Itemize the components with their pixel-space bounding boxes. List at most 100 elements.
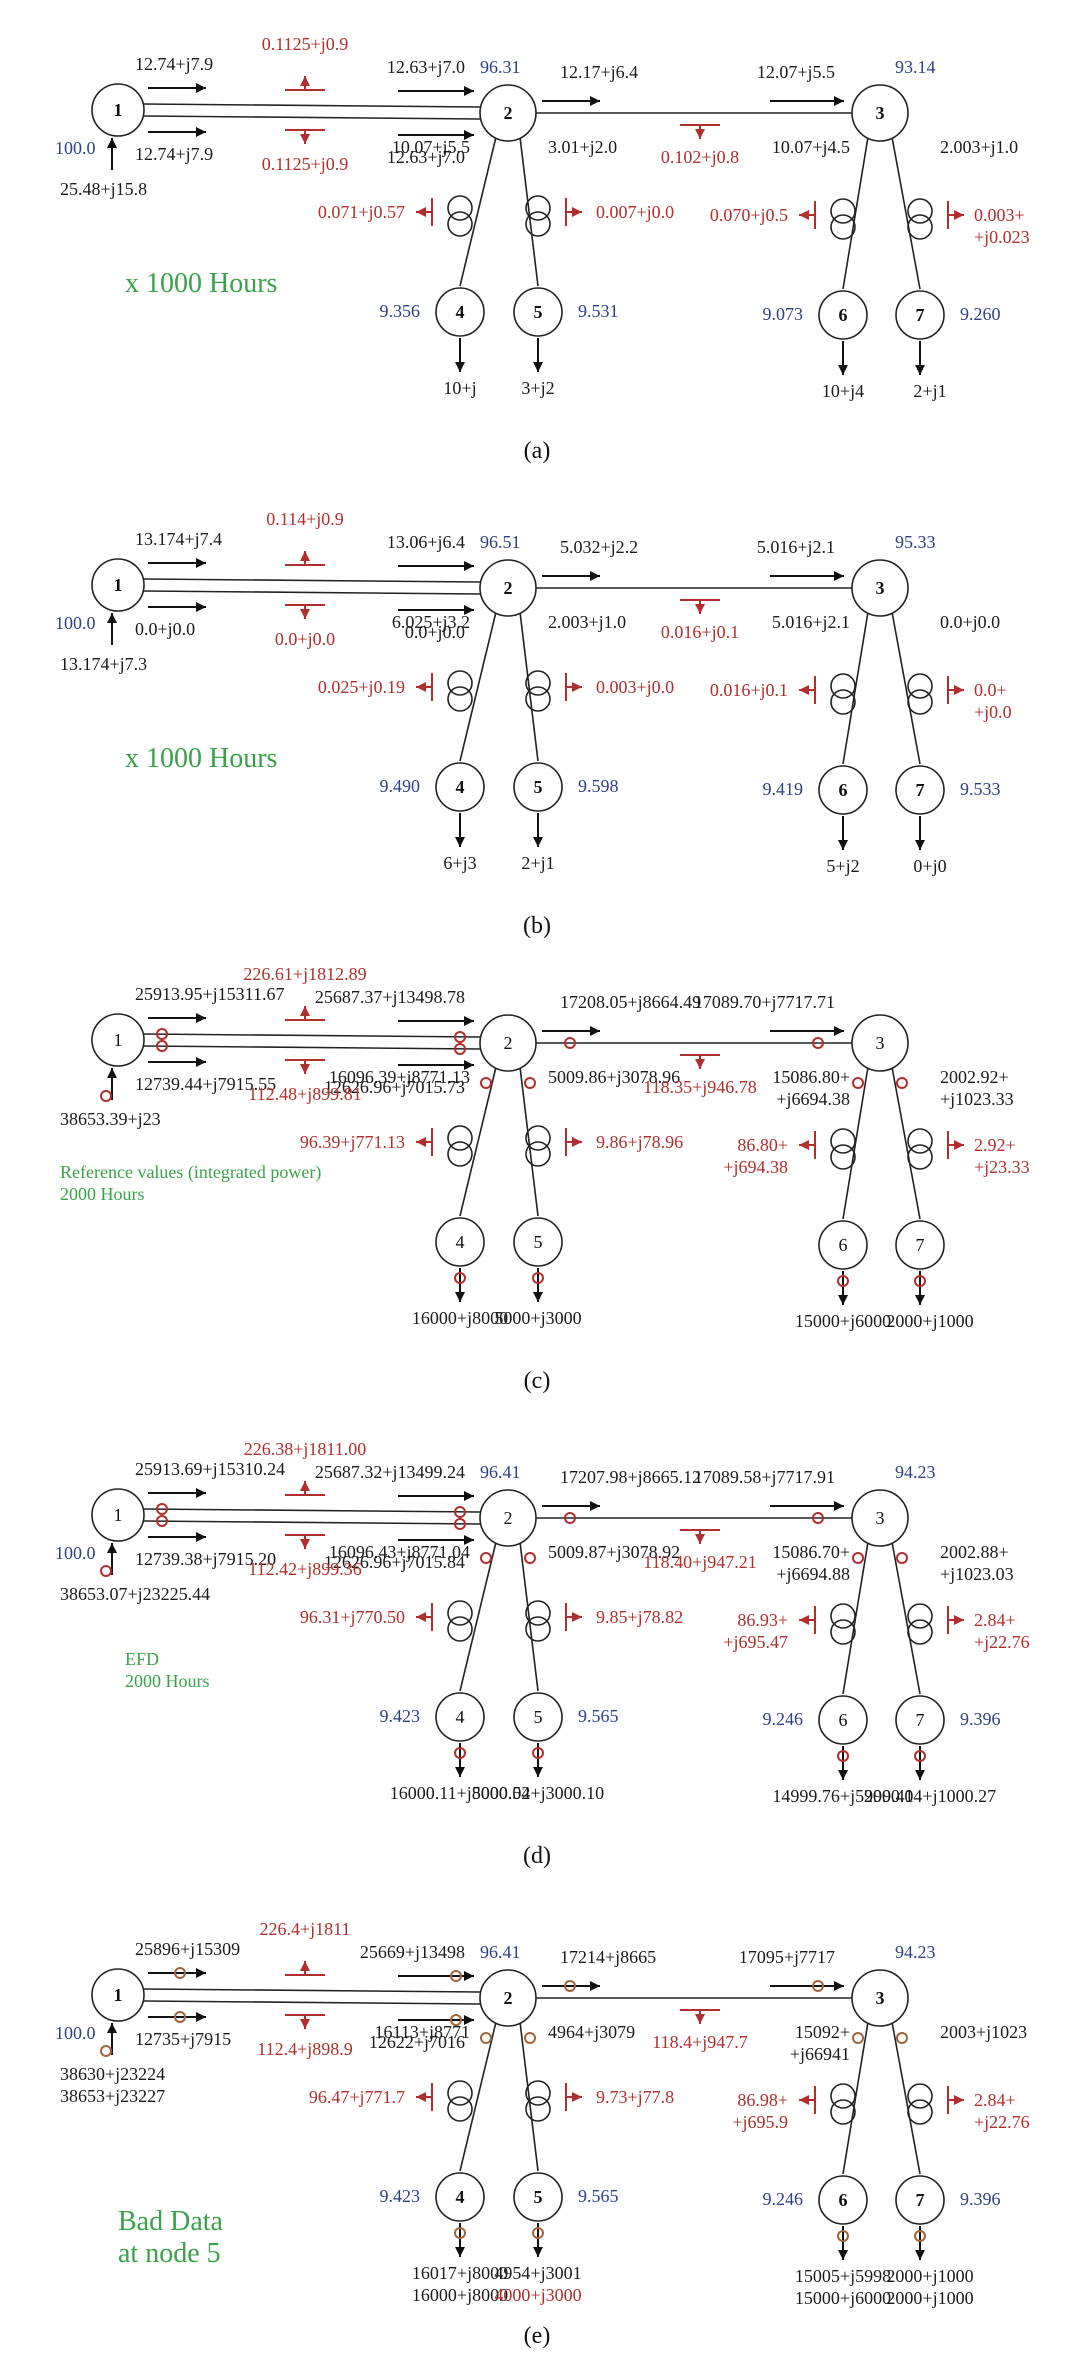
voltage-node-2: 96.41	[480, 1462, 521, 1482]
loss-marker-2-3-arrow-head	[695, 129, 705, 139]
arrow-2-3-from-head	[590, 1981, 600, 1991]
meter-load-6	[837, 1750, 849, 1762]
meter-load-6	[837, 1275, 849, 1287]
flow-transformer-2-5-0: 2.003+j1.0	[548, 612, 626, 632]
loss-2-3: 0.102+j0.8	[661, 147, 739, 167]
meter-2-4	[480, 1077, 492, 1089]
transformer-2-5-coil-b	[525, 686, 551, 712]
panel-caption: (c)	[524, 1368, 551, 1394]
meter-load-5	[532, 1272, 544, 1284]
loss-marker-1-2-top-arrow-head	[300, 1961, 310, 1971]
meter-1-2-bottom-to	[454, 1518, 466, 1530]
meter-load-7	[914, 1275, 926, 1287]
loss-marker-t6-arrow-head	[799, 2095, 809, 2105]
load-arrow-4-head	[455, 1767, 465, 1777]
meter-3-7	[896, 1552, 908, 1564]
node-5	[513, 1692, 563, 1742]
loss-marker-t5-arrow-head	[572, 1612, 582, 1622]
flow-transformer-3-6-0: 15092+	[795, 2022, 850, 2042]
meter-1-2-top-to	[454, 1031, 466, 1043]
meter-1-2-top-to	[450, 1970, 462, 1982]
node-5	[513, 2172, 563, 2222]
transformer-2-5-coil-b	[525, 1141, 551, 1167]
arrow-1-2-bottom-to-head	[464, 1060, 474, 1070]
transformer-3-7-coil-b	[907, 2099, 933, 2125]
node-5-label: 5	[534, 1232, 543, 1252]
voltage-node-3: 94.23	[895, 1942, 936, 1962]
voltage-node-3: 94.23	[895, 1462, 936, 1482]
node-3-label: 3	[876, 578, 885, 598]
arrow-1-2-top-from-head	[196, 1013, 206, 1023]
loss-transformer-5-0: 9.86+j78.96	[596, 1132, 683, 1152]
loss-transformer-4-0: 96.31+j770.50	[300, 1607, 405, 1627]
voltage-node-1: 100.0	[55, 613, 96, 633]
flow-2-3-from: 5.032+j2.2	[560, 537, 638, 557]
flow-load-6-1: 15000+j6000	[795, 2288, 891, 2308]
node-4-label: 4	[456, 1707, 465, 1727]
loss-transformer-7-1: +j22.76	[974, 1632, 1030, 1652]
flow-transformer-3-6-0: 10.07+j4.5	[772, 137, 850, 157]
line-1-2-top	[143, 103, 481, 108]
node-4	[435, 1217, 485, 1267]
meter-2-3-to	[812, 1980, 824, 1992]
transformer-3-7-coil-b	[907, 689, 933, 715]
flow-transformer-3-6-1: +j6694.38	[776, 1089, 850, 1109]
loss-marker-2-3-arrow-head	[695, 1534, 705, 1544]
transformer-2-5-coil-b	[525, 2096, 551, 2122]
flow-load-5-0: 4954+j3001	[494, 2263, 581, 2283]
loss-marker-1-2-top-arrow-head	[300, 551, 310, 561]
flow-1-2-top-from: 25913.69+j15310.24	[135, 1459, 285, 1479]
loss-2-3: 118.35+j946.78	[643, 1077, 756, 1097]
node-6-label: 6	[839, 780, 848, 800]
load-arrow-4-head	[455, 1292, 465, 1302]
flow-1-2-bottom-from: 12735+j7915	[135, 2029, 231, 2049]
flow-transformer-3-7-1: +j1023.03	[940, 1564, 1014, 1584]
flow-load-6-0: 15000+j6000	[795, 1311, 891, 1331]
loss-1-2-bottom: 0.0+j0.0	[275, 629, 335, 649]
transformer-3-6-coil-b	[830, 1144, 856, 1170]
transformer-2-4-coil-b	[447, 211, 473, 237]
loss-1-2-bottom: 112.42+j899.36	[248, 1559, 361, 1579]
node-4-label: 4	[456, 2187, 465, 2207]
arrow-2-3-from-head	[590, 96, 600, 106]
feeder-3-7	[891, 1066, 921, 1220]
load-arrow-4-head	[455, 837, 465, 847]
flow-1-2-bottom-to: 12622+j7016	[369, 2032, 465, 2052]
transformer-2-5-coil-a	[525, 195, 551, 221]
loss-marker-t5-arrow-head	[572, 682, 582, 692]
loss-transformer-6-0: 86.98+	[737, 2090, 788, 2110]
transformer-3-7-coil-a	[907, 2083, 933, 2109]
loss-marker-t4-arrow-head	[416, 1137, 426, 1147]
arrow-1-2-bottom-from-head	[196, 1532, 206, 1542]
transformer-3-6-coil-a	[830, 1128, 856, 1154]
node-3-label: 3	[876, 1988, 885, 2008]
node-6-label: 6	[839, 1710, 848, 1730]
node-4-label: 4	[456, 302, 465, 322]
flow-load-7-0: 2000+j1000	[886, 1311, 973, 1331]
node-3	[851, 84, 909, 142]
load-arrow-7-head	[915, 840, 925, 850]
flow-2-3-to: 17089.70+j7717.71	[694, 992, 835, 1012]
loss-transformer-7-1: +j0.023	[974, 227, 1030, 247]
meter-1-2-top-from	[174, 1967, 186, 1979]
arrow-1-2-top-to-head	[464, 86, 474, 96]
flow-2-3-to: 17089.58+j7717.91	[694, 1467, 835, 1487]
flow-1-2-bottom-from: 12739.44+j7915.55	[135, 1074, 276, 1094]
flow-transformer-2-4-0: 16113+j8771	[375, 2022, 470, 2042]
loss-marker-t4-arrow-head	[416, 2092, 426, 2102]
loss-1-2-top: 226.38+j1811.00	[244, 1439, 366, 1459]
flow-load-7-0: 2000.04+j1000.27	[864, 1786, 996, 1806]
flow-1-2-top-from: 25896+j15309	[135, 1939, 240, 1959]
arrow-2-3-to-head	[834, 1026, 844, 1036]
loss-transformer-6-0: 86.93+	[737, 1610, 788, 1630]
transformer-2-4-coil-b	[447, 1141, 473, 1167]
load-arrow-5-head	[533, 837, 543, 847]
injection-arrow-1-head	[107, 1543, 117, 1553]
load-arrow-6-head	[838, 840, 848, 850]
note-0: EFD	[125, 1649, 159, 1669]
flow-load-5-1: 4000+j3000	[494, 2285, 581, 2305]
flow-load-7-0: 2+j1	[913, 381, 946, 401]
arrow-1-2-bottom-to-head	[464, 605, 474, 615]
load-arrow-6-head	[838, 1770, 848, 1780]
flow-1-2-bottom-to: 0.0+j0.0	[405, 622, 465, 642]
